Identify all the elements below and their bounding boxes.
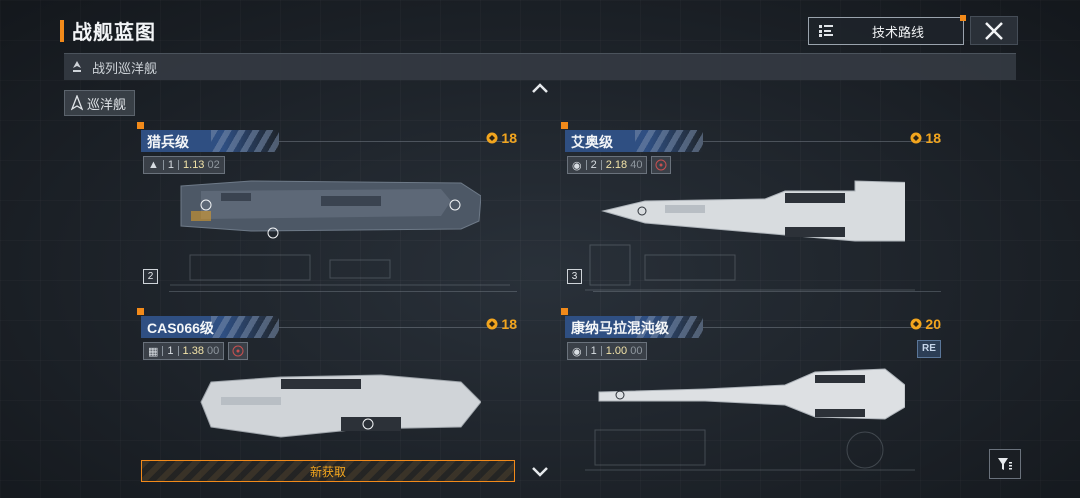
stat-box: ▲ 1 1.13 02 bbox=[143, 156, 225, 174]
name-bar bbox=[565, 130, 703, 152]
ship-stats: ▦ 1 1.38 00 bbox=[143, 342, 249, 360]
ship-image bbox=[598, 368, 905, 420]
category-label: 战列巡洋舰 bbox=[92, 60, 158, 76]
tier-badge: 2 bbox=[143, 269, 158, 284]
stat-a: 1 bbox=[167, 159, 175, 171]
name-bar bbox=[141, 316, 279, 338]
chevron-up-icon[interactable] bbox=[531, 82, 549, 94]
drone-icon: ◉ bbox=[572, 345, 582, 358]
ship-cost: 18 bbox=[486, 130, 517, 146]
cost-value: 18 bbox=[501, 130, 517, 146]
list-icon bbox=[819, 25, 833, 37]
page-title: 战舰蓝图 bbox=[60, 16, 156, 45]
corner-marker bbox=[137, 122, 144, 129]
radiation-icon bbox=[228, 342, 249, 360]
cost-icon bbox=[486, 132, 498, 144]
ship-card[interactable]: 康纳马拉混沌级 20 ◉ 1 1.00 00 RE bbox=[561, 308, 941, 482]
page-title-text: 战舰蓝图 bbox=[72, 22, 156, 44]
tier-badge: 3 bbox=[567, 269, 582, 284]
ship-class-icon bbox=[71, 95, 83, 111]
notification-dot bbox=[960, 15, 966, 21]
stat-b: 2.18 bbox=[605, 159, 628, 171]
ship-image bbox=[200, 374, 481, 438]
ship-image bbox=[601, 180, 905, 242]
cannon-icon: ▲ bbox=[148, 159, 159, 171]
tech-route-label: 技术路线 bbox=[871, 24, 924, 40]
cost-icon bbox=[910, 318, 922, 330]
cost-value: 18 bbox=[501, 316, 517, 332]
new-acquired-banner: 新获取 bbox=[141, 460, 515, 482]
category-bar[interactable]: 战列巡洋舰 bbox=[64, 53, 1016, 80]
blueprint-decoration bbox=[585, 244, 915, 291]
stat-b: 1.13 bbox=[183, 159, 205, 171]
corner-marker bbox=[137, 308, 144, 315]
stat-c: 00 bbox=[207, 345, 220, 357]
filter-button[interactable] bbox=[989, 449, 1021, 479]
ship-cost: 18 bbox=[486, 316, 517, 332]
stat-c: 40 bbox=[630, 159, 643, 171]
stat-a: 1 bbox=[167, 345, 174, 357]
close-icon bbox=[985, 21, 1003, 40]
cost-icon bbox=[486, 318, 498, 330]
ship-cost: 18 bbox=[910, 130, 941, 146]
ship-name: 康纳马拉混沌级 bbox=[571, 320, 669, 336]
ship-name: 艾奥级 bbox=[571, 134, 613, 150]
ship-name: 猎兵级 bbox=[147, 134, 189, 150]
stat-c: 02 bbox=[207, 159, 220, 171]
ship-stats: ◉ 2 2.18 40 bbox=[567, 156, 672, 174]
stat-b: 1.38 bbox=[182, 345, 204, 357]
ship-name: CAS066级 bbox=[147, 320, 214, 336]
blueprint-decoration bbox=[170, 254, 510, 286]
re-badge: RE bbox=[917, 340, 941, 358]
close-button[interactable] bbox=[970, 16, 1018, 45]
new-acquired-label: 新获取 bbox=[309, 464, 346, 479]
radiation-icon bbox=[651, 156, 672, 174]
stat-a: 2 bbox=[590, 159, 597, 171]
tech-route-button[interactable]: 技术路线 bbox=[808, 15, 966, 45]
ship-stats: ◉ 1 1.00 00 bbox=[567, 342, 648, 360]
corner-marker bbox=[561, 122, 568, 129]
name-bar bbox=[565, 316, 703, 338]
stat-box: ◉ 2 2.18 40 bbox=[567, 156, 648, 174]
stat-b: 1.00 bbox=[605, 345, 628, 357]
subcategory-tab[interactable]: 巡洋舰 bbox=[64, 90, 136, 116]
name-bar bbox=[141, 130, 279, 152]
ship-card[interactable]: CAS066级 18 ▦ 1 1.38 00 bbox=[137, 308, 517, 482]
drone-icon: ◉ bbox=[572, 159, 582, 172]
ship-card[interactable]: 猎兵级 18 ▲ 1 1.13 02 2 bbox=[137, 122, 517, 296]
cost-icon bbox=[910, 132, 922, 144]
ship-cost: 20 bbox=[910, 316, 941, 332]
stat-box: ◉ 1 1.00 00 bbox=[567, 342, 648, 360]
cost-value: 18 bbox=[925, 130, 941, 146]
ship-stats: ▲ 1 1.13 02 bbox=[143, 156, 225, 174]
filter-icon bbox=[998, 458, 1012, 470]
grid-icon: ▦ bbox=[148, 345, 159, 358]
stat-a: 1 bbox=[590, 345, 597, 357]
corner-marker bbox=[561, 308, 568, 315]
ship-image bbox=[180, 180, 481, 239]
stat-c: 00 bbox=[630, 345, 643, 357]
chevron-down-icon[interactable] bbox=[531, 466, 549, 478]
ship-class-icon bbox=[73, 61, 81, 72]
blueprint-decoration bbox=[585, 429, 915, 471]
stat-box: ▦ 1 1.38 00 bbox=[143, 342, 225, 360]
subcategory-label: 巡洋舰 bbox=[87, 96, 127, 112]
cost-value: 20 bbox=[925, 316, 941, 332]
ship-card[interactable]: 艾奥级 18 ◉ 2 2.18 40 3 bbox=[561, 122, 941, 296]
